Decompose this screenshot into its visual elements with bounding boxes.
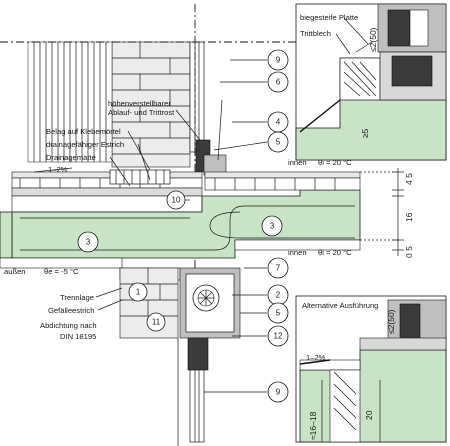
callout-9-top: 9 xyxy=(267,49,289,71)
dim-4-5: 4 5 xyxy=(404,173,414,185)
label-theta-i-bottom: θi = 20 °C xyxy=(318,248,352,257)
svg-text:4: 4 xyxy=(276,118,281,127)
dim-20: 20 xyxy=(364,410,374,420)
svg-text:10: 10 xyxy=(172,196,181,205)
label-estrich: drainagefähiger Estrich xyxy=(46,140,124,149)
svg-text:2: 2 xyxy=(276,291,281,300)
label-drainage: Drainagematte xyxy=(46,153,96,162)
svg-text:9: 9 xyxy=(276,56,281,65)
detail-top-leader-2 xyxy=(335,33,351,55)
label-gefaelle-detail: 1–2% xyxy=(306,353,326,362)
terrace-buildup xyxy=(11,167,203,213)
upper-brick-wall xyxy=(111,41,191,168)
svg-text:3: 3 xyxy=(86,238,91,247)
dim-ge-5: ≥5 xyxy=(360,128,370,138)
interior-floor xyxy=(204,171,361,191)
callout-10: 10 xyxy=(166,190,186,210)
svg-text:5: 5 xyxy=(276,138,281,147)
svg-text:6: 6 xyxy=(276,78,281,87)
dim-16-18: ≈16–18 xyxy=(308,411,318,440)
detail-panel-top xyxy=(295,3,447,161)
callout-6: 5 xyxy=(267,131,289,153)
callout-5: 4 xyxy=(267,111,289,133)
svg-text:9: 9 xyxy=(276,388,281,397)
roller-shutter-box xyxy=(179,267,241,339)
callout-9-bottom: 9 xyxy=(267,381,289,403)
concrete-slab xyxy=(0,189,361,259)
callout-3-right: 3 xyxy=(261,215,283,237)
svg-text:5: 5 xyxy=(276,309,281,318)
svg-text:12: 12 xyxy=(274,332,283,341)
facade-hatch xyxy=(27,41,113,163)
detail-top-title-1: biegesteife Platte xyxy=(300,13,358,22)
dim-16: 16 xyxy=(404,212,414,222)
window-profile-lower xyxy=(177,337,209,446)
callout-7: 6 xyxy=(267,71,289,93)
dim-le-50-bottom: ≤2(50) xyxy=(386,309,396,334)
dim-0-5: 0 5 xyxy=(404,246,414,258)
label-trennlage: Trennlage xyxy=(60,293,94,302)
window-profile-upper xyxy=(189,41,227,176)
label-belag: Belag auf Klebemörtel xyxy=(46,127,121,136)
detail-panel-bottom xyxy=(295,295,447,443)
label-innen-bottom: innen xyxy=(288,248,307,257)
callout-2: 2 xyxy=(267,284,289,306)
detail-bottom-title: Alternative Ausführung xyxy=(302,301,378,310)
label-aussen: außen xyxy=(4,267,26,276)
callouts xyxy=(180,59,268,393)
label-gefaelle-top: 1–2% xyxy=(48,165,68,174)
svg-text:11: 11 xyxy=(152,318,161,327)
svg-text:3: 3 xyxy=(270,222,275,231)
label-theta-i-top: θi = 20 °C xyxy=(318,158,352,167)
detail-top-title-2: Trittblech xyxy=(300,29,331,38)
detail-top-leader-1 xyxy=(343,17,369,45)
svg-text:7: 7 xyxy=(276,264,281,273)
label-abdichtung: Abdichtung nach xyxy=(40,321,97,330)
callout-8: 7 xyxy=(267,257,289,279)
label-innen-top: innen xyxy=(288,158,307,167)
label-theta-e: θe = -5 °C xyxy=(44,267,79,276)
callout-12: 12 xyxy=(267,325,289,347)
label-abdichtung-2: DIN 18195 xyxy=(60,332,96,341)
dimension-chain xyxy=(360,168,404,256)
callout-4: 5 xyxy=(267,302,289,324)
label-gefaelleestrich: Gefälleestrich xyxy=(48,306,94,315)
svg-text:1: 1 xyxy=(136,288,141,297)
callout-1: 1 xyxy=(128,282,148,302)
callout-3-left: 3 xyxy=(77,231,99,253)
dim-le-50-top: ≤2(50) xyxy=(368,27,378,52)
label-rost-2: Ablauf- und Trittrost xyxy=(108,108,175,117)
label-rost: höhenverstellbarer xyxy=(108,99,171,108)
callout-11: 11 xyxy=(146,312,166,332)
